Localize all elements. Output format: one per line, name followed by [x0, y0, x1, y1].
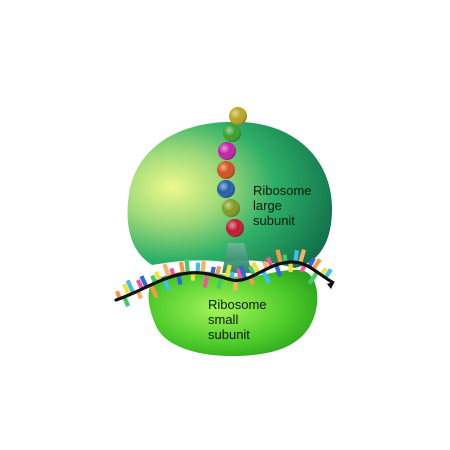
amino-acid-bead-shading — [217, 161, 235, 179]
codon-tick — [247, 265, 256, 276]
codon-tick — [261, 260, 269, 269]
codon-tick — [293, 250, 299, 262]
codon-tick — [190, 273, 196, 281]
codon-tick — [224, 264, 232, 279]
amino-acid-bead-shading — [223, 124, 241, 142]
codon-tick — [115, 290, 122, 299]
codon-tick — [307, 257, 316, 267]
codon-tick — [125, 279, 135, 294]
codon-tick — [216, 277, 224, 290]
codon-tick — [169, 267, 176, 276]
small-subunit — [148, 269, 318, 356]
codon-tick — [320, 267, 328, 276]
codon-tick — [184, 258, 190, 273]
codon-tick — [265, 256, 274, 267]
small-subunit-label: Ribosome small subunit — [208, 297, 267, 342]
codon-tick — [122, 297, 130, 308]
large-subunit-label-line: Ribosome — [253, 183, 312, 198]
codon-tick — [178, 261, 185, 274]
codon-tick — [139, 275, 149, 287]
codon-tick — [229, 271, 235, 280]
codon-tick — [195, 262, 201, 272]
amino-acid-bead-shading — [217, 180, 235, 198]
mrna-codons — [115, 249, 333, 308]
codon-tick — [122, 283, 131, 296]
codon-tick — [298, 249, 307, 263]
amino-acid-bead-shading — [222, 199, 240, 217]
large-subunit-label-line: large — [253, 198, 282, 213]
codon-tick — [288, 262, 293, 273]
codon-tick — [176, 275, 183, 285]
mrna-arrowhead — [327, 281, 335, 289]
codon-tick — [162, 263, 171, 278]
small-subunit-label-line: Ribosome — [208, 297, 267, 312]
mrna-strand — [114, 260, 334, 302]
codon-tick — [312, 258, 322, 270]
amino-acid-bead-shading — [226, 219, 244, 237]
codon-tick — [299, 264, 307, 273]
codon-tick — [248, 277, 255, 286]
codon-tick — [238, 265, 247, 279]
amino-acid-chain — [217, 107, 247, 237]
codon-tick — [324, 268, 333, 279]
codon-tick — [307, 271, 319, 285]
large-subunit-label-line: subunit — [253, 213, 295, 228]
codon-tick — [282, 254, 288, 262]
codon-tick — [136, 291, 143, 300]
codon-tick — [210, 266, 216, 275]
small-subunit-label-line: small — [208, 312, 239, 327]
codon-tick — [275, 249, 283, 264]
codon-tick — [214, 265, 222, 276]
codon-tick — [150, 274, 157, 283]
small-subunit-label-line: subunit — [208, 327, 250, 342]
codon-tick — [135, 279, 144, 290]
codon-tick — [154, 270, 162, 281]
codon-tick — [200, 260, 206, 273]
amino-acid-bead-shading — [218, 142, 236, 160]
codon-tick — [162, 279, 171, 292]
codon-tick — [149, 284, 159, 299]
codon-tick — [274, 265, 283, 277]
large-subunit-label: Ribosome large subunit — [253, 183, 312, 228]
codon-tick — [261, 270, 272, 285]
codon-tick — [251, 261, 260, 274]
amino-acid-bead-shading — [229, 107, 247, 125]
codon-tick — [233, 281, 238, 291]
codon-tick — [202, 274, 210, 288]
